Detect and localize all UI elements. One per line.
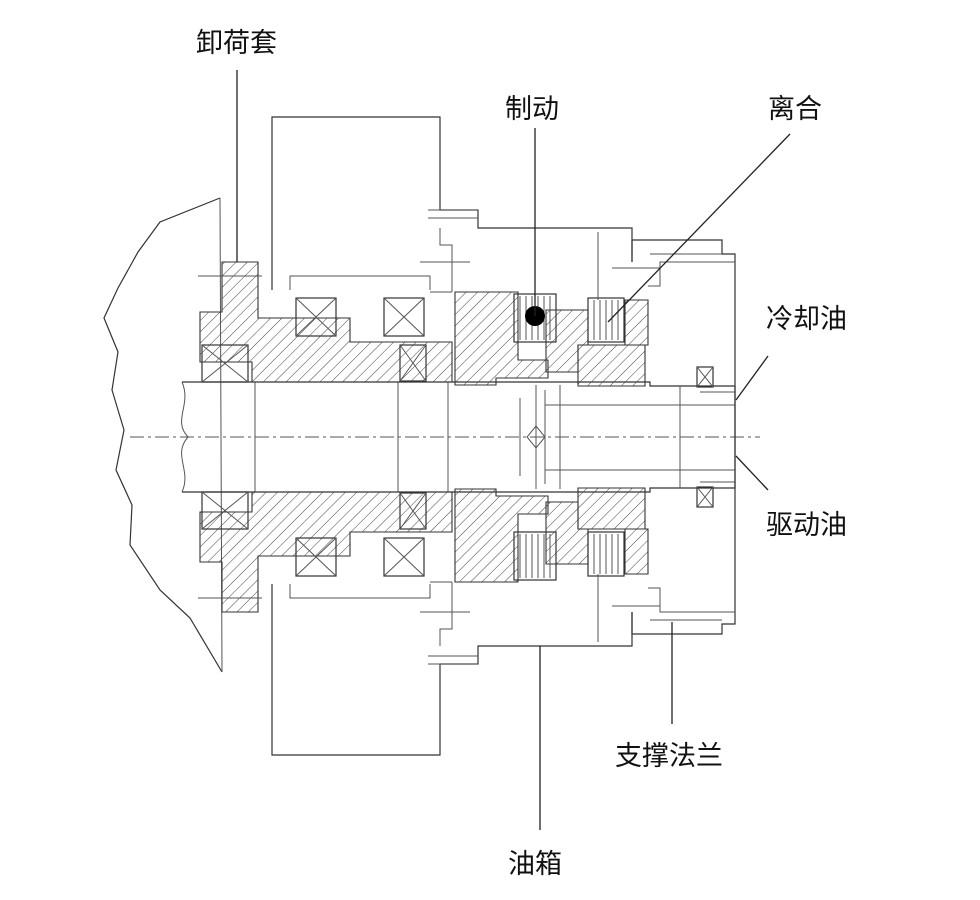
label-clutch: 离合 <box>768 94 822 125</box>
wall-break-outline <box>103 197 223 673</box>
label-unloading-sleeve: 卸荷套 <box>196 28 277 59</box>
leader-cooling-oil <box>735 355 769 401</box>
label-cooling-oil: 冷却油 <box>766 304 847 335</box>
label-brake: 制动 <box>505 94 559 125</box>
label-support-flange: 支撑法兰 <box>615 741 723 772</box>
support-flange <box>597 232 736 642</box>
bolt-marks <box>198 217 660 657</box>
label-oil-tank: 油箱 <box>508 849 562 880</box>
leader-lines <box>236 70 791 830</box>
brake-clutch-assembly <box>454 291 649 583</box>
leader-clutch <box>607 133 791 323</box>
label-drive-oil: 驱动油 <box>766 510 847 541</box>
bearings <box>201 297 714 577</box>
leader-drive-oil <box>735 455 769 491</box>
housing <box>271 116 633 756</box>
unloading-sleeve-part <box>199 261 453 613</box>
